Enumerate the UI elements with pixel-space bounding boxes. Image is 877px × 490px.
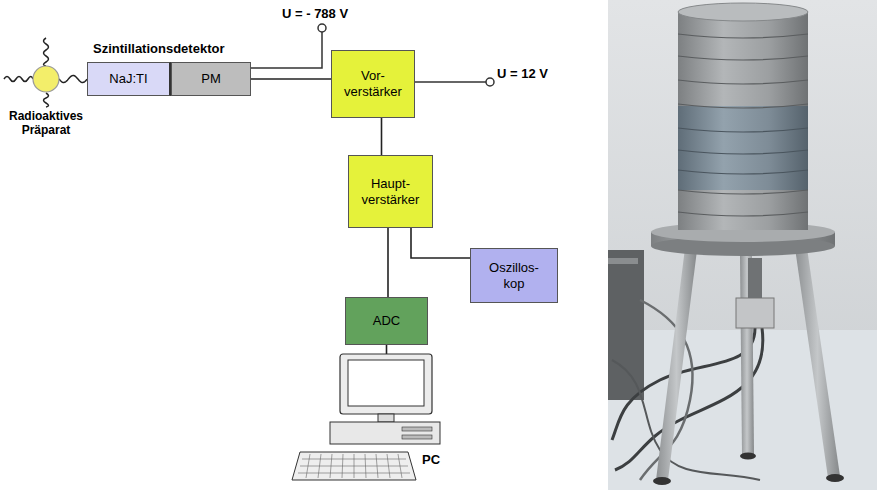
detector-photo [608,0,877,490]
pc-screen [348,360,424,406]
pc-drive [402,435,432,439]
photo-tube [748,258,762,298]
hv-wire [251,32,322,68]
gamma-ray [44,93,49,107]
node-text: Vor- verstärker [338,68,408,99]
photo-disk [678,12,808,106]
supply-wire [413,81,486,83]
pc-icon: PC [290,352,450,487]
pc-case [330,422,440,444]
detector-label: Szintillationsdetektor [93,41,224,56]
crystal-box: NaJ:TI [87,62,171,96]
main-amplifier-box: Haupt- verstärker [348,155,433,228]
photo-wall [608,0,877,490]
photo-module [736,298,774,328]
photo-band [678,104,808,190]
node-text: Oszillos- kop [477,260,551,291]
pc-monitor [340,354,432,414]
pc-keyboard [292,452,416,480]
photo-disk [678,188,808,230]
photo-top [678,3,808,21]
node-text: PC [422,452,440,468]
node-text: ADC [373,313,400,329]
gamma-ray [59,76,87,83]
node-text: NaJ:TI [109,71,147,87]
photomultiplier-box: PM [171,62,251,96]
gamma-ray [4,77,33,82]
signal-wire [411,228,470,258]
pc-keys [298,454,410,478]
photo-leg [795,248,840,478]
voltage-label: U = 12 V [497,66,548,81]
oscilloscope-box: Oszillos- kop [470,248,558,303]
adc-box: ADC [345,297,428,345]
signal-wire [251,78,331,80]
node-text: Radioaktives Präparat [5,110,87,138]
gamma-ray [44,38,49,66]
photo-foot [740,453,756,460]
signal-wire [381,118,383,155]
source-outline [5,64,87,94]
photo-foot [653,477,671,485]
source-circle [33,66,59,92]
signal-wire [386,345,388,354]
photo-device-edge [608,258,638,264]
terminal [486,78,494,86]
radioactive-source: Radioaktives Präparat [5,64,87,140]
voltage-label: U = - 788 V [282,6,348,21]
pc-drive [402,427,432,431]
signal-wire [387,228,389,297]
terminal [318,24,326,32]
photo-foot [826,474,844,482]
photo-leg [656,248,697,480]
photo-device [608,250,644,400]
node-text: Haupt- verstärker [355,176,426,207]
photo-disk-seams [678,34,808,216]
node-text: PM [201,71,221,87]
preamplifier-box: Vor- verstärker [331,50,415,118]
pc-stand [378,414,394,422]
